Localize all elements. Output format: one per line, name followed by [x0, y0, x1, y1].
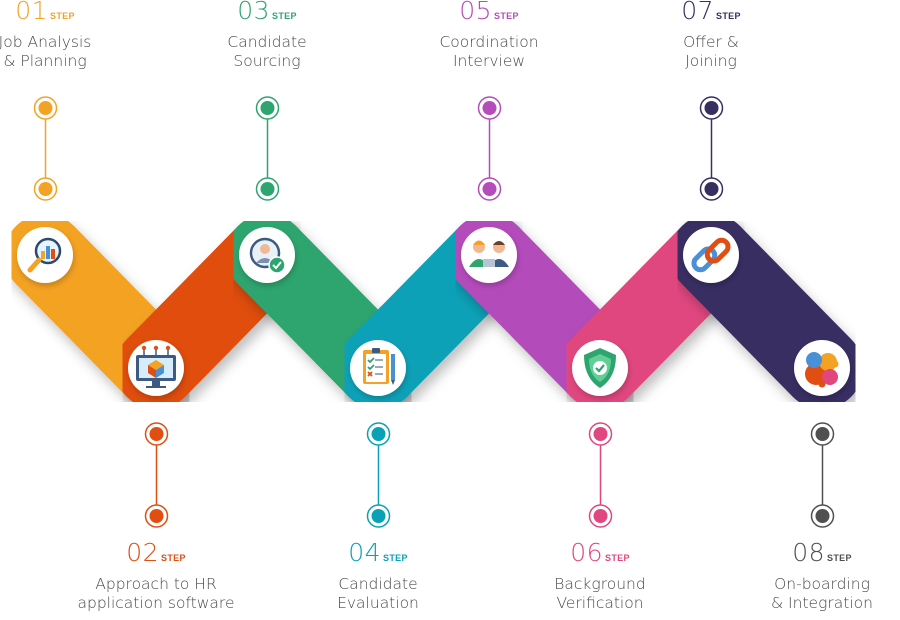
step-title-line: Job Analysis	[0, 33, 92, 51]
step-title-line: On-boarding	[774, 575, 870, 593]
step-title: Offer &Joining	[621, 33, 801, 71]
step-title-line: & Planning	[3, 52, 87, 70]
step-title-line: Sourcing	[233, 52, 301, 70]
step-title-line: Verification	[556, 594, 644, 612]
candidate-check-icon	[249, 237, 286, 274]
step-word: STEP	[494, 11, 519, 21]
step-04-node	[350, 340, 406, 396]
step-title-line: Joining	[685, 52, 737, 70]
step-05-node	[461, 227, 517, 283]
step-word: STEP	[605, 553, 630, 563]
step-number: 01	[15, 0, 49, 25]
step-title-line: Candidate	[338, 575, 418, 593]
step-03-connector	[255, 96, 280, 201]
step-word: STEP	[161, 553, 186, 563]
step-03-node	[239, 227, 295, 283]
step-02-connector	[144, 422, 169, 528]
step-number: 04	[348, 538, 382, 567]
chain-link-icon	[691, 237, 731, 273]
step-title: On-boarding& Integration	[732, 575, 900, 613]
step-07-node	[683, 227, 739, 283]
shield-check-icon	[584, 348, 616, 388]
step-word: STEP	[716, 11, 741, 21]
interview-people-icon	[469, 240, 509, 267]
step-01-node	[17, 227, 73, 283]
step-word: STEP	[383, 553, 408, 563]
step-number: 03	[237, 0, 271, 25]
step-number: 02	[126, 538, 160, 567]
step-06-node	[572, 340, 628, 396]
step-title-line: Interview	[452, 52, 526, 70]
step-01-connector	[33, 96, 58, 201]
step-word: STEP	[272, 11, 297, 21]
puzzle-pieces-icon	[805, 352, 839, 388]
step-word: STEP	[827, 553, 852, 563]
step-07-connector	[699, 96, 724, 201]
step-title-line: application software	[77, 594, 235, 612]
step-number: 08	[792, 538, 826, 567]
step-title-line: Candidate	[227, 33, 307, 51]
step-08-connector	[810, 422, 835, 528]
step-04-connector	[366, 422, 391, 528]
step-number: 07	[681, 0, 715, 25]
step-08-node	[794, 340, 850, 396]
magnifier-chart-icon	[27, 237, 62, 273]
step-title-line: & Integration	[771, 594, 873, 612]
step-title-line: Evaluation	[337, 594, 419, 612]
step-06-connector	[588, 422, 613, 528]
step-title-line: Approach to HR	[95, 575, 217, 593]
step-05-connector	[477, 96, 502, 201]
clipboard-checklist-icon	[363, 348, 395, 385]
step-number: 05	[459, 0, 493, 25]
monitor-network-icon	[136, 345, 176, 388]
step-title-line: Background	[554, 575, 646, 593]
step-title: Job Analysis& Planning	[0, 33, 135, 71]
step-02-node	[128, 340, 184, 396]
step-title-line: Offer &	[683, 33, 739, 51]
step-title-line: Coordination	[439, 33, 539, 51]
step-word: STEP	[50, 11, 75, 21]
step-number: 06	[570, 538, 604, 567]
